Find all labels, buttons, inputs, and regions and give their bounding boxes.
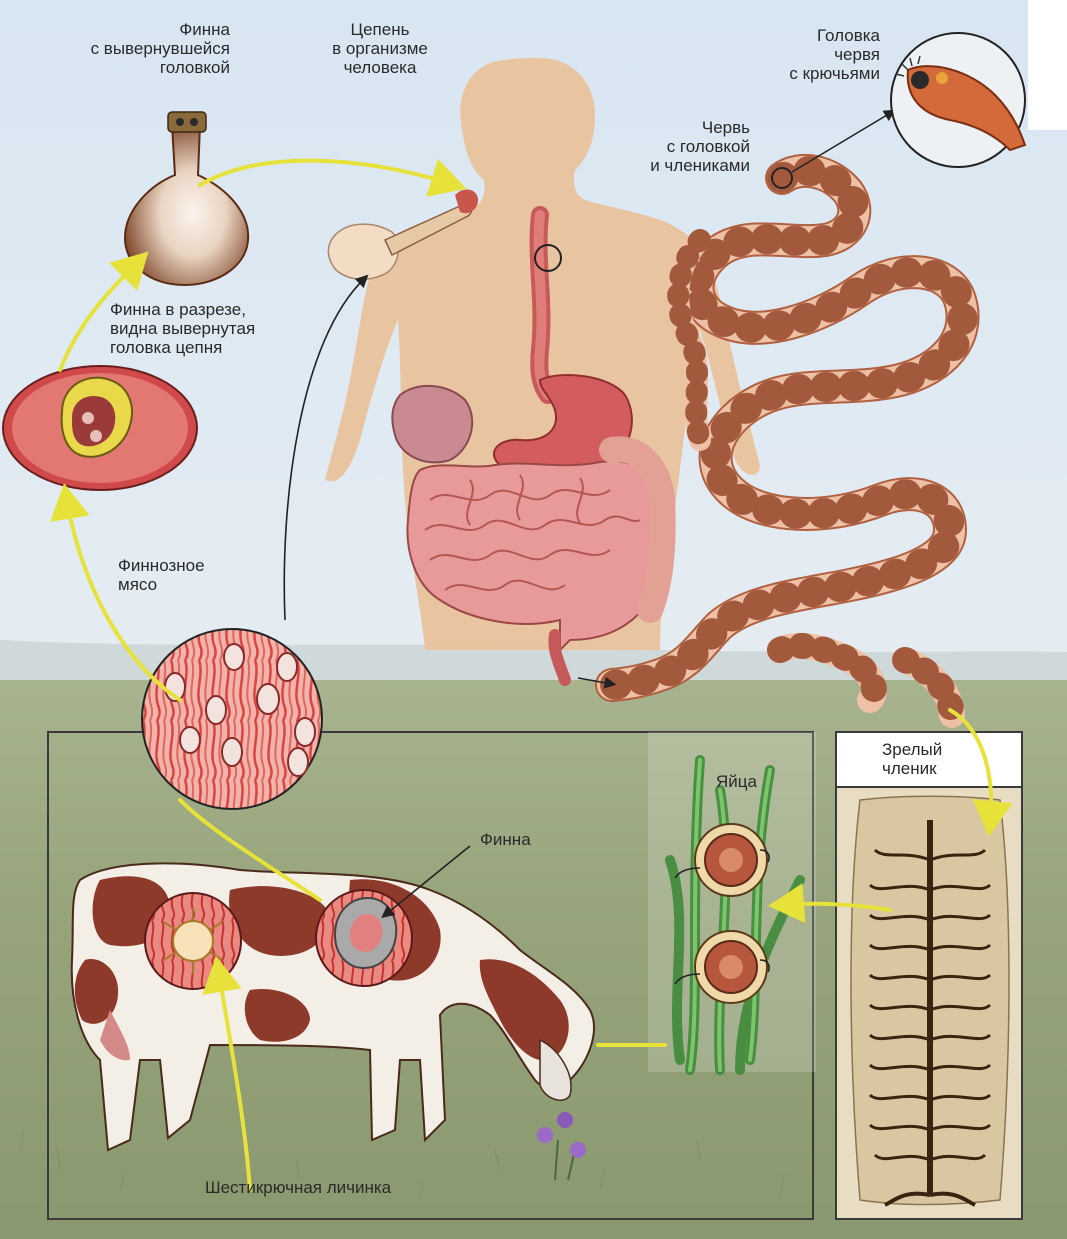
label-finna: Финна (480, 830, 560, 849)
label-worm-head-hooks: Головка червя с крючьями (760, 26, 880, 83)
finnous-meat-zoom (142, 629, 322, 809)
hexacanth-larva-zoom (145, 893, 241, 989)
finna-cross-section (3, 366, 197, 490)
corner-patch (1028, 0, 1067, 130)
label-tapeworm-in-human: Цепень в организме человека (300, 20, 460, 77)
label-hexacanth-larva: Шестикрючная личинка (205, 1178, 485, 1197)
label-finnous-meat: Финнозное мясо (118, 556, 258, 594)
worm-head-zoom (891, 33, 1025, 167)
label-worm-head-segments: Червь с головкой и члениками (590, 118, 750, 175)
label-finna-section: Финна в разрезе, видна вывернутая головк… (110, 300, 330, 357)
mature-segment-panel (836, 732, 1022, 1219)
label-mature-segment: Зрелый членик (882, 740, 1002, 778)
label-finna-everted: Финна с вывернувшейся головкой (20, 20, 230, 77)
label-eggs: Яйца (716, 772, 796, 791)
